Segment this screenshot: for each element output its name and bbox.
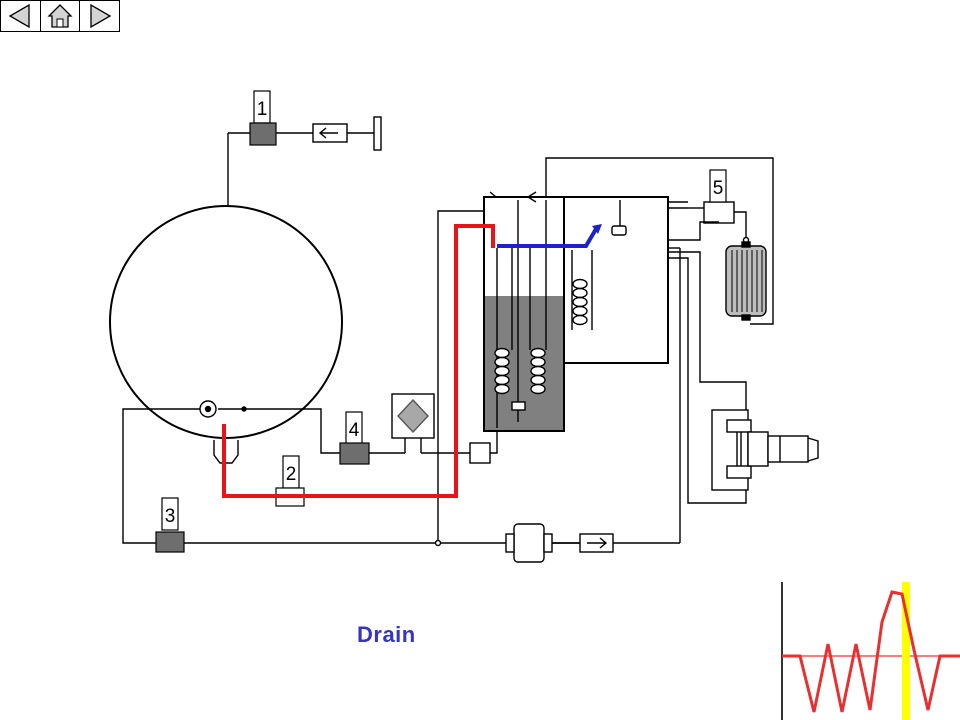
triangle-left-icon: [9, 3, 30, 29]
nav-bar: [0, 0, 120, 32]
drain-caption: Drain: [357, 622, 416, 647]
component-5-label: 5: [713, 178, 724, 199]
home-icon: [47, 4, 73, 28]
vapor-flow-path: [497, 227, 598, 248]
wave-marker: [902, 582, 910, 720]
component-3-label: 3: [165, 506, 176, 527]
forward-button[interactable]: [80, 1, 120, 31]
component-2-label: 2: [286, 464, 297, 485]
drain-flow-path: [222, 224, 495, 498]
triangle-right-icon: [90, 3, 111, 29]
wave-line: [782, 590, 960, 713]
motor: [767, 435, 809, 463]
component-1-label: 1: [257, 99, 268, 120]
back-button[interactable]: [1, 1, 41, 31]
component-4-label: 4: [349, 420, 360, 441]
receiver-tank: [109, 205, 343, 439]
waveform-indicator: [781, 582, 960, 720]
home-button[interactable]: [40, 1, 81, 31]
